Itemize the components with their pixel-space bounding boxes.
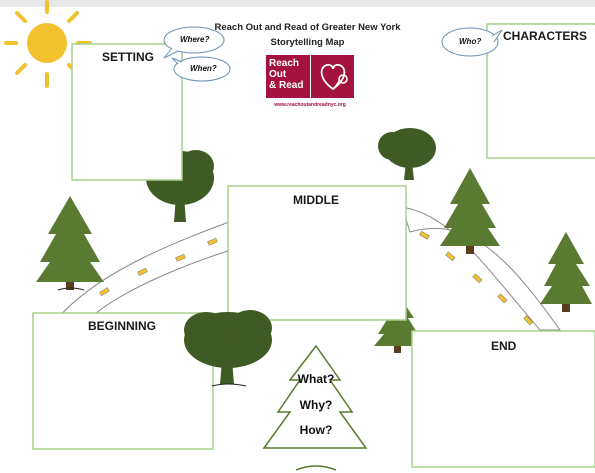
setting-box[interactable] — [71, 43, 183, 181]
bushy-tree-bottom — [184, 310, 272, 387]
page-title: Reach Out and Read of Greater New York S… — [200, 20, 415, 50]
characters-box[interactable] — [486, 23, 595, 159]
top-bar — [0, 0, 595, 7]
where-bubble — [163, 26, 225, 59]
who-label: Who? — [459, 37, 482, 46]
reach-out-and-read-logo: Reach Out & Read — [266, 55, 354, 98]
beginning-title: BEGINNING — [88, 319, 157, 333]
sun-icon — [4, 0, 92, 88]
when-bubble — [171, 56, 231, 82]
pine-tree-far-right — [540, 232, 592, 312]
middle-title: MIDDLE — [293, 193, 339, 207]
middle-box[interactable] — [227, 185, 407, 321]
end-title: END — [491, 339, 517, 353]
logo-line-1: Reach — [269, 58, 300, 69]
question-tree-outline — [262, 344, 368, 471]
setting-title: SETTING — [102, 50, 155, 64]
pine-tree-left — [36, 196, 104, 291]
where-label: Where? — [180, 35, 210, 44]
who-bubble — [441, 27, 503, 57]
logo-line-2: Out — [269, 69, 287, 80]
pine-tree-top-right — [440, 168, 500, 254]
logo-url: www.reachoutandreadnyc.org — [274, 102, 346, 108]
when-label: When? — [190, 64, 217, 73]
why-question: Why? — [299, 398, 333, 412]
bushy-tree-top-right — [378, 128, 436, 180]
road-right — [401, 206, 561, 331]
how-question: How? — [299, 423, 333, 437]
what-question: What? — [297, 372, 335, 386]
beginning-box[interactable] — [32, 312, 214, 450]
characters-title: CHARACTERS — [503, 29, 587, 43]
end-box[interactable] — [411, 330, 595, 468]
stethoscope-heart-icon — [310, 55, 354, 98]
title-line-1: Reach Out and Read of Greater New York — [214, 22, 401, 33]
logo-wordmark: Reach Out & Read — [269, 58, 313, 91]
logo-line-3: & Read — [269, 80, 304, 91]
title-line-2: Storytelling Map — [270, 37, 345, 48]
